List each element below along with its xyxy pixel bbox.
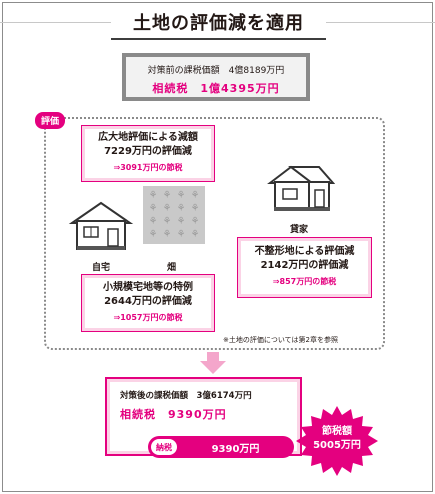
tax-payment-value: 9390万円 xyxy=(211,443,260,455)
tax-payment-tag: 納税 xyxy=(151,439,177,455)
title-area: 土地の評価減を適用 xyxy=(0,3,435,43)
tax-payment-bar: 納税 9390万円 xyxy=(148,436,294,458)
small-residential-title: 小規模宅地等の特例 xyxy=(103,282,193,293)
before-inheritance-tax: 相続税 1億4395万円 xyxy=(152,82,280,95)
irregular-land-title: 不整形地による評価減 xyxy=(254,246,355,257)
saving-amount: 5005万円 xyxy=(313,440,361,451)
down-arrow-icon xyxy=(200,352,226,374)
rental-caption: 貸家 xyxy=(290,225,309,235)
field-icon: ⚘⚘⚘⚘ ⚘⚘⚘⚘ ⚘⚘⚘⚘ ⚘⚘⚘⚘ xyxy=(143,186,205,244)
before-taxable-value: 対策前の課税価額 4億8189万円 xyxy=(147,66,285,76)
wide-land-effect: ⇒3091万円の節税 xyxy=(113,163,183,172)
irregular-land-effect: ⇒857万円の節税 xyxy=(272,277,337,286)
evaluation-tag: 評価 xyxy=(35,112,65,129)
small-residential-box: 小規模宅地等の特例 2644万円の評価減 ⇒1057万円の節税 xyxy=(81,274,215,332)
saving-text: 節税額 5005万円 xyxy=(296,425,378,453)
wide-land-amount: 7229万円の評価減 xyxy=(104,146,192,157)
evaluation-area xyxy=(44,117,385,350)
rental-house-icon xyxy=(267,165,335,211)
small-residential-effect: ⇒1057万円の節税 xyxy=(113,313,183,322)
page-title: 土地の評価減を適用 xyxy=(0,6,435,40)
reference-note: ※土地の評価については第2章を参照 xyxy=(223,336,338,344)
before-summary-box: 対策前の課税価額 4億8189万円 相続税 1億4395万円 xyxy=(122,53,310,101)
field-caption: 畑 xyxy=(167,263,177,273)
small-residential-amount: 2644万円の評価減 xyxy=(104,296,192,307)
irregular-land-reduction-box: 不整形地による評価減 2142万円の評価減 ⇒857万円の節税 xyxy=(237,237,372,298)
after-taxable-value: 対策後の課税価額 3億6174万円 xyxy=(120,391,252,401)
after-inheritance-tax: 相続税 9390万円 xyxy=(120,408,227,421)
saving-burst-icon xyxy=(296,406,378,476)
home-house-icon xyxy=(68,201,134,250)
saving-label: 節税額 xyxy=(322,426,352,437)
irregular-land-amount: 2142万円の評価減 xyxy=(260,260,349,271)
wide-land-reduction-box: 広大地評価による減額 7229万円の評価減 ⇒3091万円の節税 xyxy=(81,125,215,182)
home-caption: 自宅 xyxy=(92,263,111,273)
wide-land-title: 広大地評価による減額 xyxy=(98,132,198,143)
